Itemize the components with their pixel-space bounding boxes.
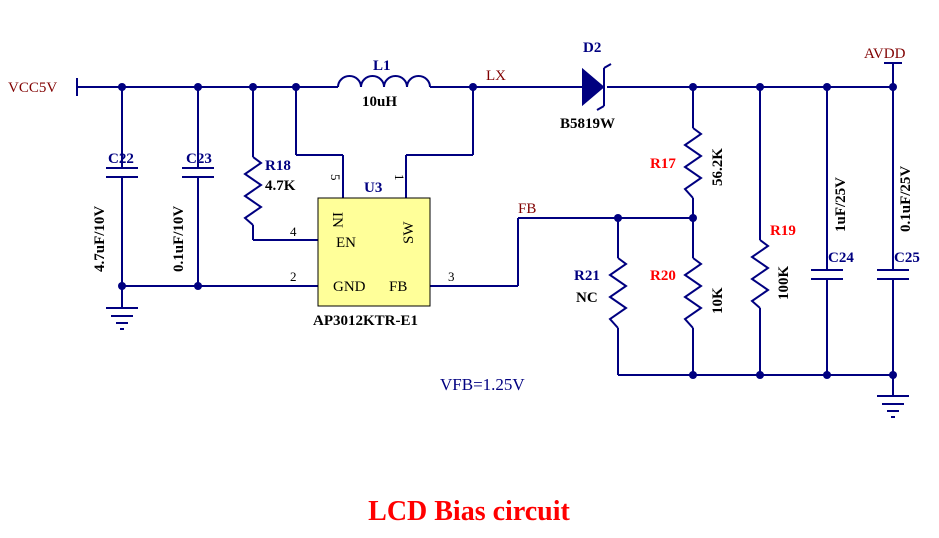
pin2-number: 2 [290, 269, 297, 284]
inductor-value: 10uH [362, 94, 397, 110]
r21-value: NC [576, 290, 598, 306]
pin1-number: 1 [392, 174, 407, 181]
c23-value: 0.1uF/10V [171, 206, 187, 272]
r18-value: 4.7K [265, 178, 296, 194]
resistor-r20: R20 10K [650, 257, 726, 329]
lx-net-label: LX [486, 68, 506, 84]
ic-ref: U3 [364, 180, 382, 196]
r20-ref: R20 [650, 268, 676, 284]
pin4-number: 4 [290, 224, 297, 239]
ground-left [106, 307, 138, 330]
pin2-name: GND [333, 279, 366, 295]
capacitor-c24: C24 1uF/25V [811, 177, 854, 280]
resistor-r17: R17 56.2K [650, 127, 726, 199]
r17-value: 56.2K [710, 148, 726, 186]
avdd-label: AVDD [864, 46, 906, 62]
pin5-number: 5 [328, 174, 343, 181]
c25-value: 0.1uF/25V [898, 166, 914, 232]
junctions [118, 83, 897, 379]
vfb-note: VFB=1.25V [440, 375, 525, 394]
ic-part: AP3012KTR-E1 [313, 313, 418, 329]
c24-value: 1uF/25V [833, 177, 849, 232]
capacitor-c22: C22 4.7uF/10V [92, 151, 138, 272]
diode-ref: D2 [583, 40, 601, 56]
fb-net-label: FB [518, 201, 536, 217]
diode-value: B5819W [560, 116, 615, 132]
wires [77, 63, 894, 396]
pin3-name: FB [389, 279, 407, 295]
capacitor-c23: C23 0.1uF/10V [171, 151, 214, 272]
resistor-r21: R21 NC [574, 257, 628, 329]
r18-ref: R18 [265, 158, 291, 174]
vcc5v-port: VCC5V [8, 78, 78, 96]
capacitor-c25: C25 0.1uF/25V [877, 166, 920, 280]
r19-value: 100K [776, 266, 792, 301]
r17-ref: R17 [650, 156, 676, 172]
pin5-name: IN [329, 212, 345, 228]
r20-value: 10K [710, 287, 726, 314]
pin3-number: 3 [448, 269, 455, 284]
ground-right [877, 395, 909, 418]
diode-d2: D2 B5819W [560, 40, 615, 132]
resistor-r19: R19 100K [750, 223, 796, 309]
resistor-r18: R18 4.7K [243, 156, 296, 226]
r19-ref: R19 [770, 223, 796, 239]
r21-ref: R21 [574, 268, 600, 284]
page-title: LCD Bias circuit [368, 496, 570, 527]
c23-ref: C23 [186, 151, 212, 167]
c24-ref: C24 [828, 250, 854, 266]
avdd-port: AVDD [864, 46, 906, 64]
c25-ref: C25 [894, 250, 920, 266]
c22-ref: C22 [108, 151, 134, 167]
c22-value: 4.7uF/10V [92, 206, 108, 272]
inductor-l1: L1 10uH [337, 58, 431, 110]
pin1-name: SW [401, 221, 417, 244]
inductor-ref: L1 [373, 58, 391, 74]
pin4-name: EN [336, 235, 356, 251]
vcc5v-label: VCC5V [8, 80, 57, 96]
ic-u3: U3 AP3012KTR-E1 5 1 4 2 3 IN SW EN GND F… [290, 174, 455, 329]
